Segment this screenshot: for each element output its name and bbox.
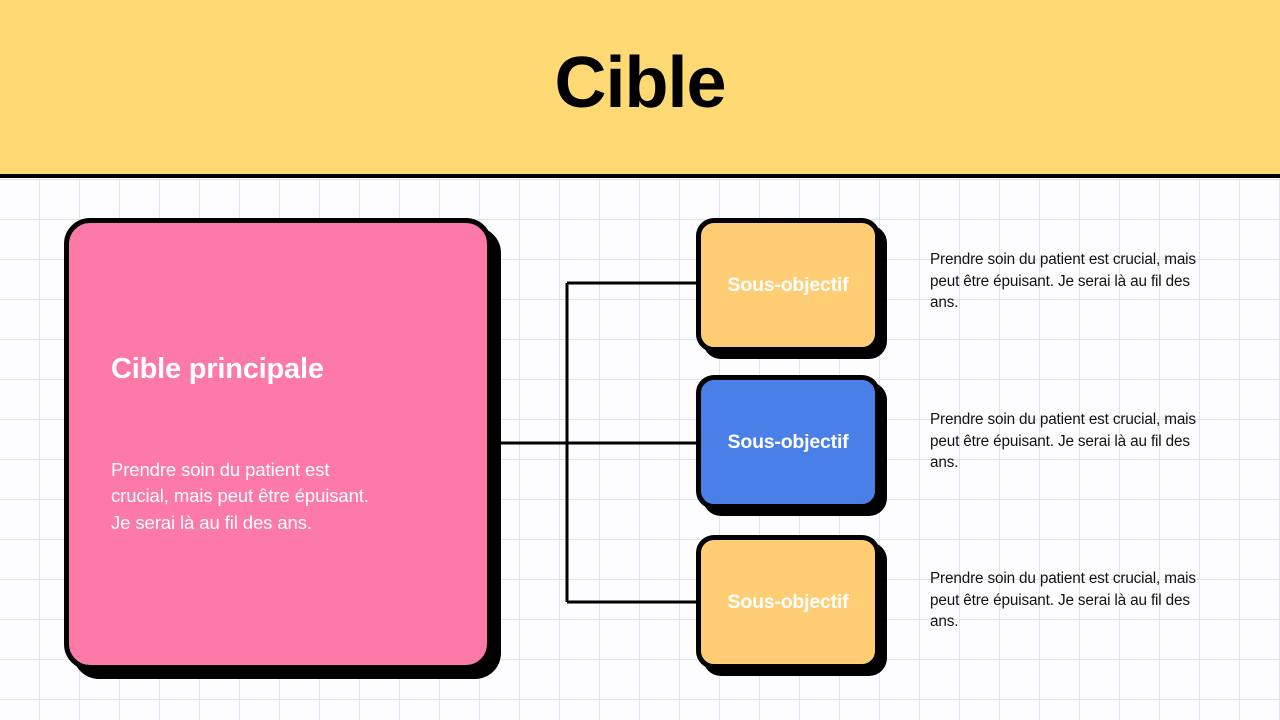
sub-objective-description-3: Prendre soin du patient est crucial, mai… <box>930 570 1196 630</box>
main-target-card[interactable]: Cible principale Prendre soin du patient… <box>64 218 492 670</box>
page-header: Cible <box>0 0 1280 178</box>
sub-objective-card-2[interactable]: Sous-objectif <box>696 375 880 509</box>
sub-objective-card-3[interactable]: Sous-objectif <box>696 535 880 669</box>
page-title: Cible <box>554 43 726 123</box>
sub-objective-description-2: Prendre soin du patient est crucial, mai… <box>930 411 1196 471</box>
diagram-canvas: Cible principale Prendre soin du patient… <box>0 178 1280 720</box>
sub-objective-label: Sous-objectif <box>727 590 849 613</box>
main-target-description: Prendre soin du patient est crucial, mai… <box>111 458 369 533</box>
sub-objective-card-1[interactable]: Sous-objectif <box>696 218 880 352</box>
sub-objective-label: Sous-objectif <box>727 273 849 296</box>
main-target-title: Cible principale <box>111 352 324 385</box>
sub-objective-label: Sous-objectif <box>727 430 849 453</box>
sub-objective-description-1: Prendre soin du patient est crucial, mai… <box>930 251 1196 311</box>
